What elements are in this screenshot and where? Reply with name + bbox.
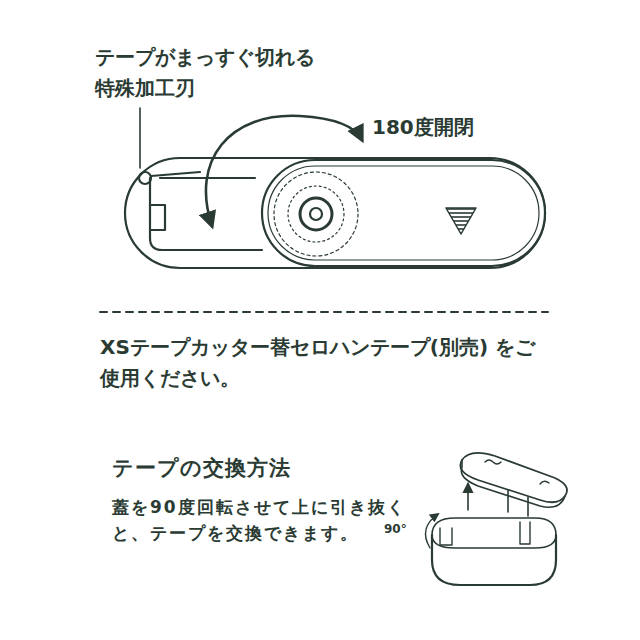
lift-arrow [467,484,469,510]
reel-hub [300,198,332,230]
rotate-arc [426,514,439,548]
tray-post [520,522,530,544]
angle-label: 90° [384,520,424,539]
blade-holder [150,205,165,230]
reel-inner [288,186,344,242]
separator [100,311,548,313]
reel-axle [310,208,322,220]
triangle-mark [446,208,476,234]
rotation-arrow [206,116,362,226]
lid-pin [507,490,509,512]
lid-rim [268,166,539,260]
lid-mark [485,460,501,464]
tray-blade [440,528,452,545]
dispenser-body [125,158,545,268]
angle-label: 180度開閉 [372,112,512,143]
lid [262,160,545,266]
instruction-text: 蓋を90度回転させて上に引き抜くと、テープを交換できます。 [112,494,417,547]
lid-pin [527,497,529,516]
tray-rim [432,518,556,548]
lid-small [460,453,567,502]
blade-edge [151,172,200,176]
tape-reel [274,172,358,256]
note-text: XSテープカッター替セロハンテープ(別売) をご使用ください。 [100,332,540,394]
blade-point [139,172,151,184]
tray-base [432,535,556,585]
lid-small-edge [461,460,565,507]
callout-label: テープがまっすぐ切れる 特殊加工刃 [95,42,331,104]
section-heading: テープの交換方法 [112,452,372,485]
leader-line [139,108,141,168]
lid-mark [540,481,549,484]
